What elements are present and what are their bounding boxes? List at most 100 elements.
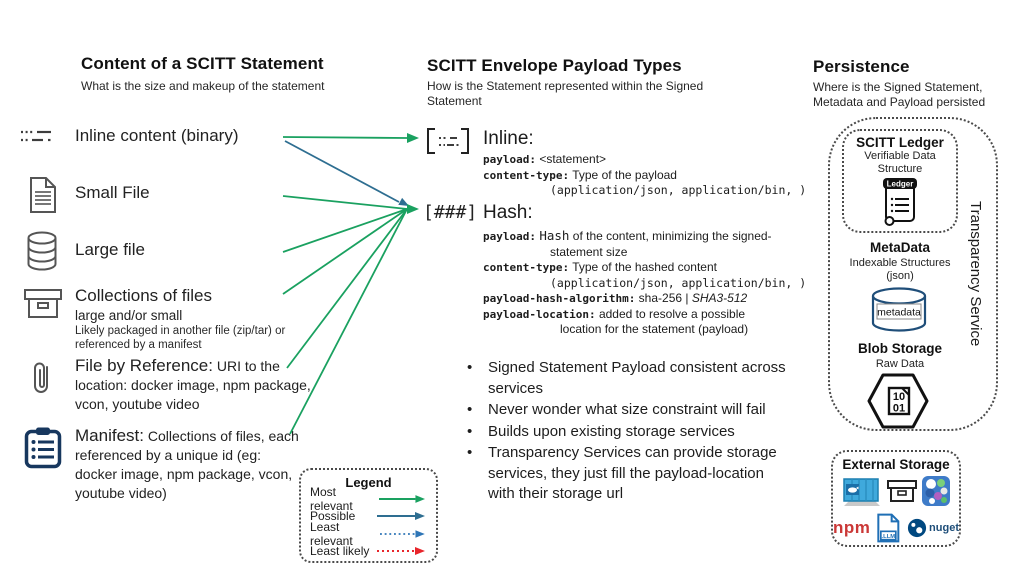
hash-payload-hash-word: Hash [539, 228, 570, 243]
content-item-inline-label: Inline content (binary) [75, 126, 239, 145]
persistence-column-subtitle: Where is the Signed Statement, Metadata … [813, 80, 986, 109]
docker-container-icon [843, 478, 880, 506]
arrowhead-inline [407, 133, 419, 143]
hash-contenttype-key: content-type: [483, 261, 570, 274]
nuget-logo: nuget [907, 518, 959, 538]
blob-storage-title: Blob Storage [857, 341, 942, 356]
blob-binary-line1: 10 [893, 391, 905, 403]
content-item-reference-text: File by Reference: URI to the location: … [75, 356, 313, 414]
inline-payload-key: payload: [483, 153, 536, 166]
hash-algorithm-italic: SHA3-512 [691, 291, 748, 305]
blob-storage-subtitle: Raw Data [875, 358, 925, 370]
clipboard-icon [24, 427, 62, 469]
legend-label: Least relevant [310, 519, 353, 548]
bullet-item: Signed Statement Payload consistent acro… [462, 358, 794, 399]
content-item-collections-label: Collections of files [75, 286, 213, 305]
llm-file-icon: .LLM [877, 513, 900, 543]
inline-heading: Inline: [483, 128, 534, 149]
inline-contenttype-line: content-type: Type of the payload [483, 168, 806, 184]
legend-row-possible: Possible [301, 508, 436, 526]
legend-row-least-likely: Least likely [301, 543, 436, 561]
reference-rest: URI to the location: docker image, npm p… [75, 358, 311, 412]
legend-label: Most relevant [310, 484, 353, 513]
hash-location-value-cont: location for the statement (payload) [560, 322, 749, 336]
scitt-ledger-subtitle: Verifiable Data Structure [864, 150, 936, 175]
hash-algorithm-line: payload-hash-algorithm: sha-256 | SHA3-5… [483, 291, 806, 307]
content-item-manifest-text: Manifest: Collections of files, each ref… [75, 426, 299, 503]
metadata-cylinder-label: metadata [877, 307, 921, 319]
ledger-scroll-icon: Ledger [883, 178, 917, 226]
llm-file-label: .LLM [882, 534, 896, 540]
molecule-cluster-icon [922, 476, 950, 506]
hash-algorithm-key: payload-hash-algorithm: [483, 292, 636, 305]
legend-arrow-solid-green [379, 494, 426, 503]
content-column-subtitle: What is the size and makeup of the state… [81, 79, 325, 93]
legend-row-most-relevant: Most relevant [301, 485, 436, 513]
content-column-title: Content of a SCITT Statement [81, 54, 324, 73]
inline-contenttype-paren-text: (application/json, application/bin, ) [550, 183, 807, 197]
paperclip-icon [34, 362, 48, 393]
hash-brackets-icon: [###] [423, 202, 478, 223]
hash-contenttype-line: content-type: Type of the hashed content [483, 260, 806, 276]
arrow-inline-to-hash [284, 140, 400, 203]
metadata-cylinder-icon: metadata [871, 287, 927, 332]
nuget-circle-icon [907, 518, 927, 538]
arrow-largefile-to-hash [282, 208, 408, 253]
manifest-rest: Collections of files, each referenced by… [75, 428, 299, 501]
document-icon [30, 177, 56, 213]
scitt-ledger-box: SCITT Ledger Verifiable Data Structure L… [842, 129, 958, 233]
hash-location-value: added to resolve a possible [598, 306, 746, 321]
hash-contenttype-value: Type of the hashed content [572, 260, 717, 274]
relevance-arrows [282, 133, 419, 435]
benefits-bullet-list: Signed Statement Payload consistent acro… [462, 358, 794, 506]
hash-payload-value-cont: statement size [550, 244, 628, 259]
npm-logo: npm [833, 518, 871, 537]
database-icon [27, 231, 57, 271]
manifest-lead: Manifest: [75, 426, 144, 445]
inline-brackets-icon [427, 128, 469, 154]
content-item-collections-sub1: large and/or small [75, 308, 183, 323]
metadata-title: MetaData [869, 240, 931, 255]
arrow-reference-to-hash [286, 208, 408, 369]
inline-contenttype-paren: (application/json, application/bin, ) [483, 183, 806, 199]
legend-arrow-solid-blue [377, 512, 425, 521]
bullet-item: Builds upon existing storage services [462, 422, 794, 443]
envelope-column-subtitle: How is the Statement represented within … [427, 79, 704, 108]
arrowhead-hash [407, 204, 419, 214]
hash-code-block: payload: Hash of the content, minimizing… [483, 228, 806, 338]
arrow-inline-to-inline [282, 136, 408, 139]
blob-hexagon-icon: 10 01 [867, 373, 929, 429]
bullet-item: Transparency Services can provide storag… [462, 443, 794, 505]
hash-location-cont-line: location for the statement (payload) [483, 322, 806, 338]
inline-payload-value: <statement> [539, 152, 607, 166]
archive-box-small-icon [887, 480, 917, 502]
binary-dashes-icon [21, 130, 51, 142]
inline-code-block: payload: <statement> content-type: Type … [483, 152, 806, 199]
legend-box: Legend Most relevant Possible Least rele… [299, 468, 438, 563]
hash-payload-cont-line: statement size [483, 245, 806, 261]
arrow-manifest-to-hash [289, 208, 408, 435]
blob-binary-line2: 01 [893, 403, 905, 415]
hash-payload-line: payload: Hash of the content, minimizing… [483, 228, 806, 245]
content-item-largefile-label: Large file [75, 240, 145, 259]
hash-payload-key: payload: [483, 230, 536, 243]
reference-lead: File by Reference: [75, 356, 213, 375]
legend-label: Possible [310, 509, 356, 524]
external-storage-box: External Storage [831, 450, 961, 547]
hash-contenttype-paren-text: (application/json, application/bin, ) [550, 275, 807, 290]
archive-box-icon [24, 289, 62, 318]
content-item-smallfile-label: Small File [75, 183, 150, 202]
inline-contenttype-value: Type of the payload [572, 167, 677, 182]
hash-payload-value: of the content, minimizing the signed- [569, 229, 772, 243]
content-item-collections-sub2: Likely packaged in another file (zip/tar… [75, 325, 286, 351]
legend-row-least-relevant: Least relevant [301, 520, 436, 548]
external-storage-icon-row2: npm .LLM nuget [833, 510, 959, 546]
inline-payload-line: payload: <statement> [483, 152, 806, 168]
transparency-service-label: Transparency Service [967, 201, 984, 347]
legend-arrow-dotted-red [377, 547, 425, 556]
ledger-banner-text: Ledger [887, 180, 914, 189]
hash-location-key: payload-location: [483, 307, 596, 321]
arrow-smallfile-to-hash [282, 195, 408, 210]
legend-title: Legend [345, 475, 392, 490]
